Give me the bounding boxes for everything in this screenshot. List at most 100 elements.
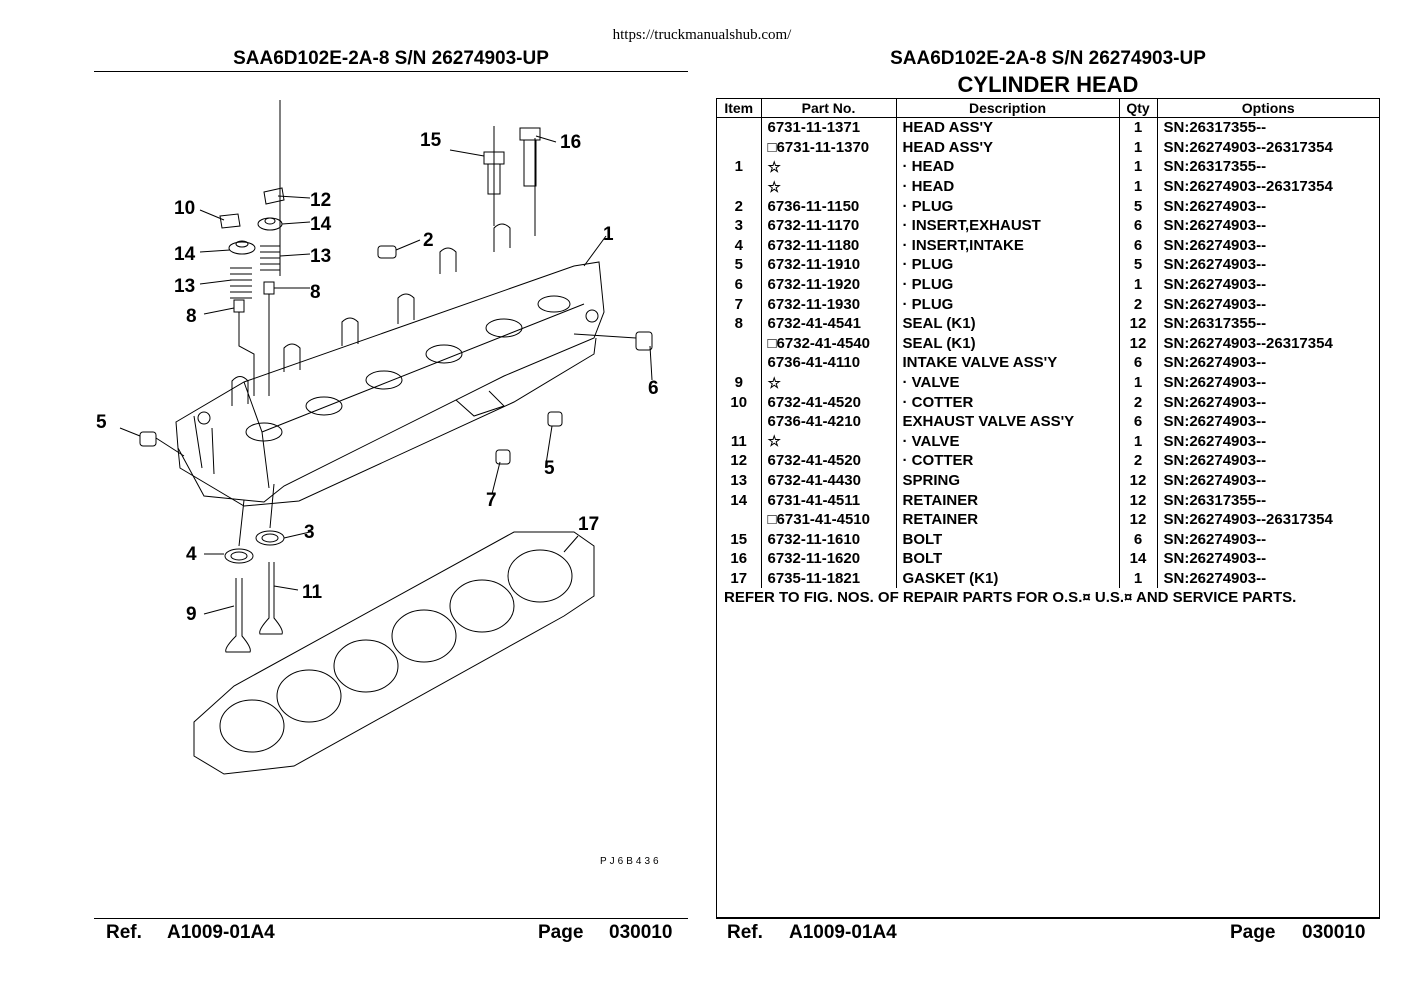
page-title: CYLINDER HEAD: [957, 72, 1139, 97]
cylinder-head-drawing: [175, 223, 605, 507]
part-item-cell: [717, 176, 762, 197]
column-header-options: Options: [1157, 99, 1379, 118]
part-item-cell: [717, 333, 762, 354]
part-description-cell: · VALVE: [896, 431, 1120, 452]
part-number-cell: □6731-41-4510: [761, 509, 897, 530]
part-qty-cell: 12: [1119, 333, 1158, 354]
part-number-cell: □6731-11-1370: [761, 137, 897, 158]
callout-11: 11: [302, 582, 323, 603]
callout-17: 17: [578, 514, 599, 535]
part-item-cell: 9: [717, 372, 762, 393]
part-qty-cell: 1: [1119, 117, 1158, 138]
column-header-description: Description: [896, 99, 1120, 118]
ref-label-right: Ref.: [727, 922, 763, 943]
part-item-cell: 7: [717, 294, 762, 314]
part-number-cell: ☆: [761, 157, 897, 177]
part-number-cell: 6732-11-1910: [761, 255, 897, 275]
part-item-cell: [717, 137, 762, 158]
part-item-cell: 10: [717, 392, 762, 412]
part-item-cell: [717, 117, 762, 138]
callout-5-right: 5: [544, 458, 555, 479]
part-qty-cell: 12: [1119, 313, 1158, 334]
part-item-cell: 14: [717, 490, 762, 510]
part-options-cell: SN:26317355--: [1163, 158, 1267, 176]
callout-9: 9: [186, 604, 197, 625]
column-header-part-no: Part No.: [761, 99, 897, 118]
part-number-cell: ☆: [761, 431, 897, 452]
part-description-cell: BOLT: [896, 549, 1120, 569]
callout-10: 10: [174, 198, 195, 219]
part-number-cell: 6732-41-4430: [761, 470, 897, 491]
part-description-cell: · COTTER: [896, 392, 1120, 412]
repair-parts-note: REFER TO FIG. NOS. OF REPAIR PARTS FOR O…: [724, 589, 1297, 607]
callout-12: 12: [310, 190, 331, 211]
part-qty-cell: 5: [1119, 255, 1158, 275]
part-number-cell: 6736-41-4110: [761, 353, 897, 373]
part-number-cell: 6735-11-1821: [761, 568, 897, 589]
part-description-cell: · COTTER: [896, 451, 1120, 471]
part-qty-cell: 1: [1119, 176, 1158, 197]
part-description-cell: SEAL (K1): [896, 333, 1120, 354]
part-item-cell: 3: [717, 215, 762, 236]
part-qty-cell: 6: [1119, 529, 1158, 550]
part-description-cell: BOLT: [896, 529, 1120, 550]
part-description-cell: SPRING: [896, 470, 1120, 491]
callout-8-right: 8: [310, 282, 321, 303]
header-divider: [94, 71, 688, 72]
part-number-cell: 6732-11-1620: [761, 549, 897, 569]
part-qty-cell: 1: [1119, 372, 1158, 393]
part-options-cell: SN:26274903--26317354: [1163, 178, 1333, 196]
part-qty-cell: 12: [1119, 490, 1158, 510]
callout-4: 4: [186, 544, 197, 565]
page-value-left: 030010: [609, 922, 673, 943]
page-label-right: Page: [1230, 922, 1276, 943]
callout-7: 7: [486, 490, 497, 511]
part-item-cell: 4: [717, 235, 762, 256]
part-description-cell: GASKET (K1): [896, 568, 1120, 589]
part-description-cell: INTAKE VALVE ASS'Y: [896, 353, 1120, 373]
part-description-cell: RETAINER: [896, 490, 1120, 510]
part-item-cell: 8: [717, 313, 762, 334]
footer-divider-left: [94, 918, 688, 919]
page-label-left: Page: [538, 922, 584, 943]
part-number-cell: 6732-11-1180: [761, 235, 897, 256]
part-options-cell: SN:26274903--: [1163, 295, 1267, 313]
part-qty-cell: 12: [1119, 470, 1158, 491]
part-qty-cell: 5: [1119, 196, 1158, 216]
parts-list: Item Part No. Description Qty Options 67…: [716, 98, 1380, 918]
part-description-cell: · PLUG: [896, 274, 1120, 295]
ref-value-left: A1009-01A4: [167, 922, 275, 943]
part-number-cell: 6732-11-1920: [761, 274, 897, 295]
part-description-cell: · PLUG: [896, 294, 1120, 314]
figure-code: PJ6B436: [600, 856, 662, 867]
part-item-cell: 1: [717, 157, 762, 177]
part-number-cell: 6732-41-4541: [761, 313, 897, 334]
part-options-cell: SN:26274903--: [1163, 276, 1267, 294]
part-options-cell: SN:26317355--: [1163, 491, 1267, 509]
part-description-cell: HEAD ASS'Y: [896, 117, 1120, 138]
part-options-cell: SN:26274903--: [1163, 550, 1267, 568]
part-number-cell: ☆: [761, 372, 897, 393]
part-qty-cell: 12: [1119, 509, 1158, 530]
page-value-right: 030010: [1302, 922, 1366, 943]
callout-6: 6: [648, 378, 659, 399]
part-description-cell: · INSERT,INTAKE: [896, 235, 1120, 256]
part-qty-cell: 2: [1119, 451, 1158, 471]
part-description-cell: HEAD ASS'Y: [896, 137, 1120, 158]
callout-3: 3: [304, 522, 315, 543]
